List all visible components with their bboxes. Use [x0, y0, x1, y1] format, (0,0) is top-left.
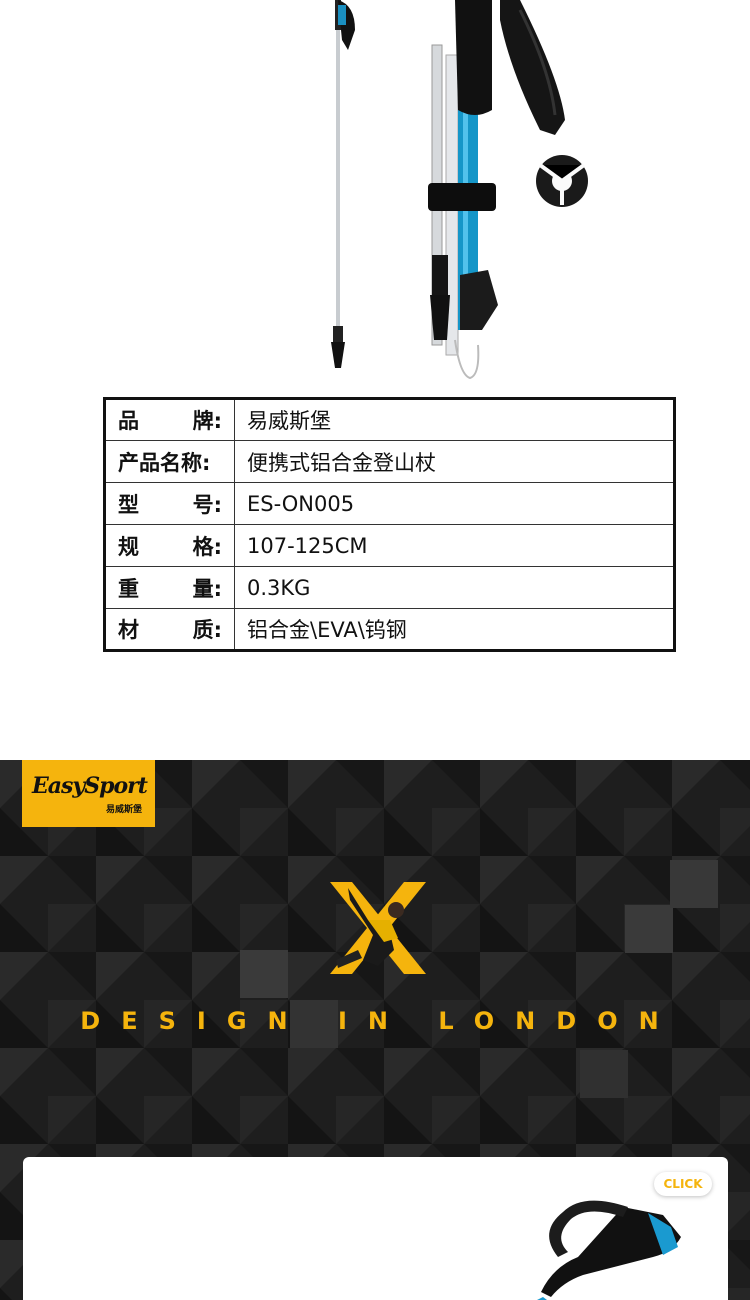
table-row: 规格: 107-125CM [104, 524, 675, 567]
spec-key: 型号: [104, 482, 235, 525]
x-athlete-emblem-icon [330, 882, 426, 974]
logo-text: EasySport [32, 773, 148, 799]
trekking-pole-icon [331, 0, 588, 380]
logo-subtext: 易威斯堡 [106, 805, 143, 815]
product-card[interactable] [23, 1157, 728, 1300]
design-in-london-tagline: DESIGN IN LONDON [80, 1007, 680, 1035]
spec-key: 材质: [104, 608, 235, 651]
trekking-pole-handle-icon [537, 1200, 681, 1300]
spec-key: 规格: [104, 524, 235, 567]
easysport-logo[interactable]: EasySport 易威斯堡 [22, 760, 155, 827]
table-row: 产品名称: 便携式铝合金登山杖 [104, 440, 675, 483]
click-button[interactable]: CLICK [654, 1172, 712, 1196]
table-row: 品牌: 易威斯堡 [104, 398, 675, 441]
product-image [0, 0, 750, 385]
brand-banner: EasySport 易威斯堡 DESIGN IN LONDON [0, 760, 750, 1300]
table-row: 材质: 铝合金\EVA\钨钢 [104, 608, 675, 651]
spec-value: 0.3KG [234, 566, 675, 609]
spec-table: 品牌: 易威斯堡 产品名称: 便携式铝合金登山杖 型号: ES-ON005 规格… [103, 397, 676, 652]
spec-key: 产品名称: [104, 440, 235, 483]
pole-basket-icon [536, 155, 588, 207]
spec-value: 铝合金\EVA\钨钢 [234, 608, 675, 651]
spec-key: 重量: [104, 566, 235, 609]
spec-key: 品牌: [104, 398, 235, 441]
table-row: 型号: ES-ON005 [104, 482, 675, 525]
spec-value: 易威斯堡 [234, 398, 675, 441]
spec-value: 便携式铝合金登山杖 [234, 440, 675, 483]
spec-value: ES-ON005 [234, 482, 675, 525]
spec-value: 107-125CM [234, 524, 675, 567]
table-row: 重量: 0.3KG [104, 566, 675, 609]
